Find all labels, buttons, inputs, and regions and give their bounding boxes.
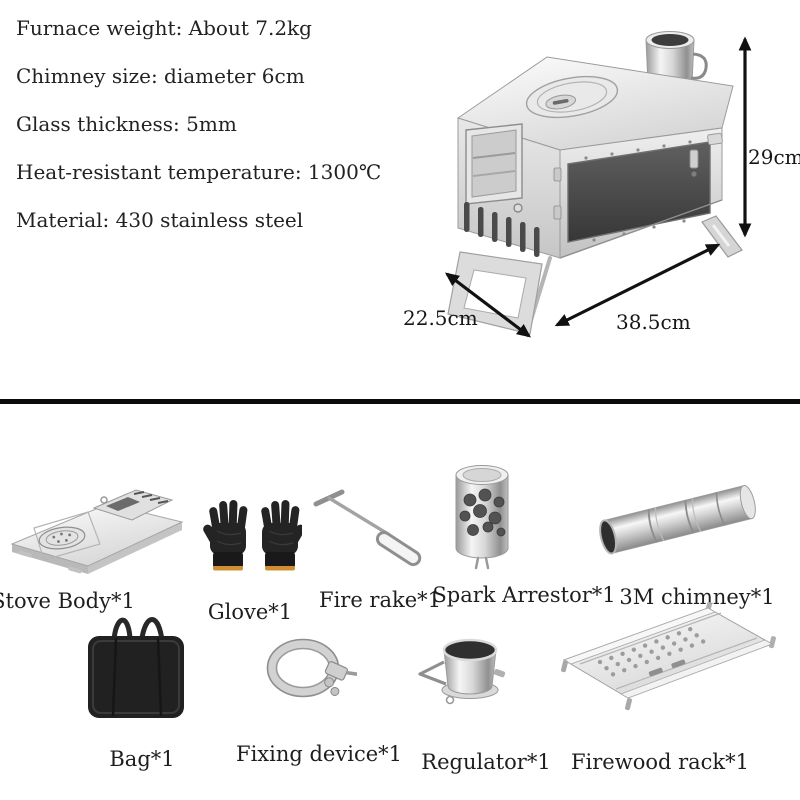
accessory-label-spark-arrestor: Spark Arrestor*1 xyxy=(432,583,616,607)
firewood-rack-icon xyxy=(561,602,776,711)
accessory-fixing-device xyxy=(263,632,357,708)
dimension-arrows xyxy=(444,36,752,338)
spec-list: Furnace weight: About 7.2kg Chimney size… xyxy=(16,14,381,254)
accessory-label-glove: Glove*1 xyxy=(207,600,293,624)
carry-bag-icon xyxy=(88,617,184,718)
clamp-ring-icon xyxy=(266,638,357,698)
door-window xyxy=(465,123,523,213)
accessory-label-fire-rake: Fire rake*1 xyxy=(318,588,442,612)
spec-chimney-size: Chimney size: diameter 6cm xyxy=(16,64,305,88)
accessory-label-firewood-rack: Firewood rack*1 xyxy=(570,750,750,774)
gloves-icon xyxy=(203,500,302,571)
dimension-depth-label: 22.5cm xyxy=(403,306,478,330)
door-hinge-top xyxy=(553,167,562,182)
spec-material: Material: 430 stainless steel xyxy=(16,208,304,232)
accessory-chimney xyxy=(594,472,758,568)
spark-arrestor-icon xyxy=(455,465,509,570)
spec-heat-resistance: Heat-resistant temperature: 1300℃ xyxy=(16,160,382,184)
accessory-firewood-rack xyxy=(558,602,780,720)
glass-rivets xyxy=(584,140,692,242)
cooktop-ring xyxy=(525,75,619,119)
front-latch-pin xyxy=(691,171,697,177)
regulator-icon xyxy=(418,638,506,705)
folded-stove-icon xyxy=(10,489,184,574)
chimney-tube-icon xyxy=(599,485,756,555)
door-latch-knob xyxy=(513,203,523,213)
accessory-spark-arrestor xyxy=(450,462,514,570)
spec-furnace-weight: Furnace weight: About 7.2kg xyxy=(16,16,312,40)
dimension-height-label: 29cm xyxy=(748,145,800,169)
accessory-label-regulator: Regulator*1 xyxy=(421,750,551,774)
section-divider xyxy=(0,399,800,404)
accessory-label-bag: Bag*1 xyxy=(109,747,175,771)
accessory-label-chimney: 3M chimney*1 xyxy=(619,585,775,609)
dimension-width-label: 38.5cm xyxy=(616,310,691,334)
corner-bracket xyxy=(707,132,723,146)
spec-glass-thickness: Glass thickness: 5mm xyxy=(16,112,237,136)
accessory-label-fixing-device: Fixing device*1 xyxy=(236,742,402,766)
depth-arrow xyxy=(444,272,532,338)
chimney-collar-handle xyxy=(690,52,708,80)
front-latch xyxy=(689,149,699,169)
door-hinge-bottom xyxy=(553,205,562,220)
accessory-label-stove-body: Stove Body*1 xyxy=(0,589,135,613)
accessory-stove-body xyxy=(8,478,188,590)
fire-rake-icon xyxy=(313,489,422,567)
accessory-regulator xyxy=(414,628,518,712)
stove-right-leg-slot xyxy=(711,224,731,247)
width-arrow xyxy=(554,243,721,327)
stove-photo xyxy=(444,31,752,338)
door-vent-slots xyxy=(464,202,540,257)
accessory-fire-rake xyxy=(308,482,438,574)
stove-figure xyxy=(402,12,798,350)
accessory-glove xyxy=(202,495,302,583)
accessory-bag xyxy=(82,608,190,723)
